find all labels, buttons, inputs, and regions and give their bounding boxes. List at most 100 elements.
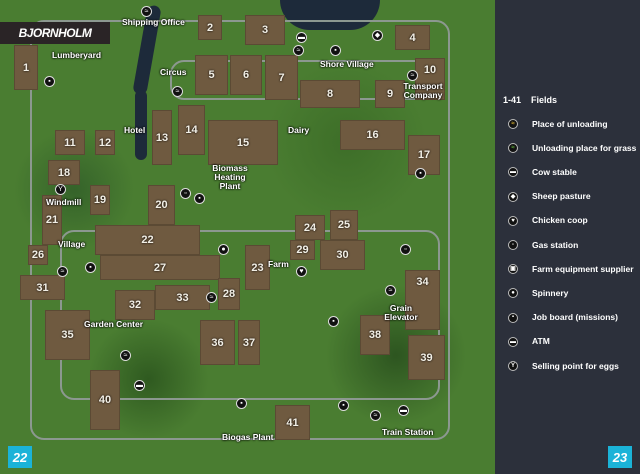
field-8[interactable]: 8	[300, 80, 360, 108]
place-label: Shipping Office	[122, 17, 185, 27]
field-13[interactable]: 13	[152, 110, 172, 165]
field-37[interactable]: 37	[238, 320, 260, 365]
unloading-icon[interactable]: ≈	[141, 6, 152, 17]
field-27[interactable]: 27	[100, 255, 220, 280]
field-1[interactable]: 1	[14, 45, 38, 90]
gas-pump-icon[interactable]: ▫	[400, 244, 411, 255]
atm-icon: ▬	[508, 336, 518, 347]
lake	[280, 0, 380, 30]
chicken-icon[interactable]: ♥	[296, 266, 307, 277]
unloading-icon[interactable]: ≈	[370, 410, 381, 421]
job-board-icon[interactable]: ▪	[415, 168, 426, 179]
field-41[interactable]: 41	[275, 405, 310, 440]
legend-item: ≈Place of unloading	[503, 112, 637, 136]
field-3[interactable]: 3	[245, 15, 285, 45]
unloading-icon[interactable]: ≈	[293, 45, 304, 56]
unloading-icon[interactable]: ≈	[407, 70, 418, 81]
legend-label: Unloading place for grass	[532, 142, 637, 153]
place-label: Biomass Heating Plant	[212, 163, 248, 191]
field-24[interactable]: 24	[295, 215, 325, 240]
grass-unloading-icon[interactable]: ≈	[120, 350, 131, 361]
unloading-icon[interactable]: ≈	[385, 285, 396, 296]
map-title: BJORNHOLM	[0, 22, 110, 44]
field-18[interactable]: 18	[48, 160, 80, 185]
field-6[interactable]: 6	[230, 55, 262, 95]
legend-label: Spinnery	[532, 287, 569, 298]
legend-label: Place of unloading	[532, 118, 608, 129]
legend-label: Sheep pasture	[532, 191, 591, 202]
fields-range: 1-41	[503, 95, 522, 105]
job-board-icon[interactable]: ▪	[330, 45, 341, 56]
egg-icon[interactable]: Y	[55, 184, 66, 195]
field-38[interactable]: 38	[360, 315, 390, 355]
legend-item: ◆ Sheep pasture	[503, 185, 637, 209]
job-board-icon[interactable]: ▪	[236, 398, 247, 409]
field-36[interactable]: 36	[200, 320, 235, 365]
field-20[interactable]: 20	[148, 185, 175, 225]
field-9[interactable]: 9	[375, 80, 405, 108]
place-label: Farm	[268, 259, 289, 269]
gas-pump-icon[interactable]: ▫	[180, 188, 191, 199]
place-label: Shore Village	[320, 59, 374, 69]
unloading-icon[interactable]: ≈	[172, 86, 183, 97]
field-28[interactable]: 28	[218, 278, 240, 310]
field-21[interactable]: 21	[42, 195, 62, 245]
legend-item: ▪Job board (missions)	[503, 306, 637, 330]
field-12[interactable]: 12	[95, 130, 115, 155]
place-label: Biogas Plant	[222, 432, 274, 442]
sheep-icon: ◆	[508, 191, 518, 202]
unloading-icon[interactable]: ≈	[57, 266, 68, 277]
field-40[interactable]: 40	[90, 370, 120, 430]
field-39[interactable]: 39	[408, 335, 445, 380]
field-11[interactable]: 11	[55, 130, 85, 155]
field-16[interactable]: 16	[340, 120, 405, 150]
field-19[interactable]: 19	[90, 185, 110, 215]
spinnery-icon[interactable]: ●	[218, 244, 229, 255]
field-15[interactable]: 15	[208, 120, 278, 165]
chicken-icon: ♥	[508, 215, 518, 226]
field-30[interactable]: 30	[320, 240, 365, 270]
legend-label: Cow stable	[532, 167, 577, 177]
job-board-icon[interactable]: ▪	[338, 400, 349, 411]
page-number-right: 23	[608, 446, 632, 468]
legend-item: ▫Gas station	[503, 233, 637, 257]
atm-icon[interactable]: ▬	[398, 405, 409, 416]
atm-icon[interactable]: ▬	[296, 32, 307, 43]
field-26[interactable]: 26	[28, 245, 48, 265]
place-label: Circus	[160, 67, 187, 77]
job-board-icon[interactable]: ▪	[328, 316, 339, 327]
field-31[interactable]: 31	[20, 275, 65, 300]
place-label: Grain Elevator	[384, 303, 418, 322]
legend-item: ▬ATM	[503, 330, 637, 354]
legend-label: Chicken coop	[532, 215, 588, 226]
field-33[interactable]: 33	[155, 285, 210, 310]
field-7[interactable]: 7	[265, 55, 298, 100]
sheep-icon[interactable]: ◆	[372, 30, 383, 41]
egg-icon: Y	[508, 360, 518, 371]
job-board-icon[interactable]: ▪	[44, 76, 55, 87]
field-14[interactable]: 14	[178, 105, 205, 155]
field-29[interactable]: 29	[290, 240, 315, 260]
field-35[interactable]: 35	[45, 310, 90, 360]
grass-unloading-icon: ≈	[508, 143, 518, 154]
place-label: Lumberyard	[52, 50, 102, 60]
field-22[interactable]: 22	[95, 225, 200, 255]
field-2[interactable]: 2	[198, 15, 222, 40]
legend-label: Gas station	[532, 239, 579, 250]
page-number-left: 22	[8, 446, 32, 468]
job-board-icon[interactable]: ▪	[85, 262, 96, 273]
field-5[interactable]: 5	[195, 55, 228, 95]
legend-item: ≈ Unloading place for grass	[503, 136, 637, 160]
field-34[interactable]: 34	[405, 270, 440, 330]
job-board-icon[interactable]: ▪	[194, 193, 205, 204]
field-32[interactable]: 32	[115, 290, 155, 320]
cow-icon: ▬	[508, 167, 518, 178]
field-4[interactable]: 4	[395, 25, 430, 50]
grass-unloading-icon[interactable]: ≈	[206, 292, 217, 303]
field-23[interactable]: 23	[245, 245, 270, 290]
field-25[interactable]: 25	[330, 210, 358, 240]
cow-icon[interactable]: ▬	[134, 380, 145, 391]
